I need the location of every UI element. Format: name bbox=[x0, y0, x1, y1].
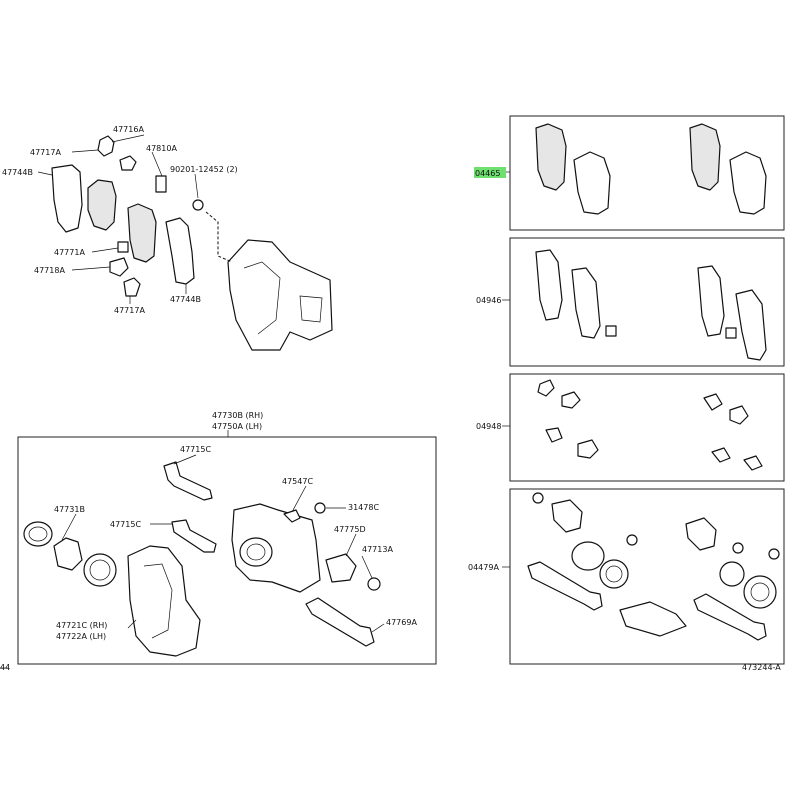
pad-clip-bottom[interactable] bbox=[123, 277, 141, 297]
anti-squeal-shim-right[interactable] bbox=[165, 217, 195, 285]
pad-support-plate-top[interactable] bbox=[97, 135, 115, 157]
slide-bush[interactable] bbox=[305, 597, 375, 647]
caliper-carrier[interactable] bbox=[127, 545, 201, 657]
label-47547C: 47547C bbox=[282, 477, 313, 486]
cylinder-boot[interactable] bbox=[83, 553, 117, 587]
label-04479A: 04479A bbox=[468, 563, 499, 572]
label-47721C: 47721C (RH) bbox=[56, 621, 107, 630]
kit-box-04479A bbox=[509, 488, 785, 665]
label-edge-44: 44 bbox=[0, 663, 10, 672]
label-47775D: 47775D bbox=[334, 525, 366, 534]
pad-clip-top[interactable] bbox=[119, 155, 137, 171]
label-47717A-top: 47717A bbox=[30, 148, 61, 157]
label-47769A: 47769A bbox=[386, 618, 417, 627]
label-47731B: 47731B bbox=[54, 505, 85, 514]
label-31478C: 31478C bbox=[348, 503, 379, 512]
label-47717A-bottom: 47717A bbox=[114, 306, 145, 315]
pad-wear-indicator[interactable] bbox=[117, 241, 129, 253]
anti-squeal-shim-left[interactable] bbox=[51, 164, 83, 233]
guide-bolt[interactable] bbox=[155, 175, 167, 193]
pin-boot-small[interactable] bbox=[367, 577, 381, 591]
label-47750A: 47750A (LH) bbox=[212, 422, 262, 431]
piston-seal[interactable] bbox=[23, 521, 53, 547]
clip-kit-parts bbox=[537, 379, 763, 471]
label-04465[interactable]: 04465 bbox=[475, 169, 500, 178]
label-47716A: 47716A bbox=[113, 125, 144, 134]
slide-pin-upper[interactable] bbox=[163, 461, 213, 501]
slide-pin-lower[interactable] bbox=[171, 519, 217, 553]
washer[interactable] bbox=[192, 199, 204, 211]
caliper-body[interactable] bbox=[231, 503, 321, 593]
bleeder-cap[interactable] bbox=[314, 502, 326, 514]
label-47744B-right: 47744B bbox=[170, 295, 201, 304]
kit-box-04946 bbox=[509, 237, 785, 367]
label-47713A: 47713A bbox=[362, 545, 393, 554]
label-04948: 04948 bbox=[476, 422, 501, 431]
pad-kit-parts bbox=[535, 123, 767, 215]
label-47810A: 47810A bbox=[146, 144, 177, 153]
label-47722A: 47722A (LH) bbox=[56, 632, 106, 641]
bush-boot[interactable] bbox=[325, 553, 357, 583]
label-47744B-left: 47744B bbox=[2, 168, 33, 177]
brake-pad-right[interactable] bbox=[127, 203, 157, 263]
brake-pad-left[interactable] bbox=[87, 179, 117, 231]
label-90201: 90201-12452 (2) bbox=[170, 165, 238, 174]
shim-kit-parts bbox=[535, 249, 767, 361]
label-47715C-mid: 47715C bbox=[110, 520, 141, 529]
label-47718A: 47718A bbox=[34, 266, 65, 275]
diagram-id: 473244-A bbox=[742, 663, 781, 672]
piston[interactable] bbox=[53, 537, 83, 571]
caliper-assembly-box bbox=[17, 436, 437, 665]
pad-support-plate-bottom[interactable] bbox=[109, 257, 129, 277]
label-47715C-top: 47715C bbox=[180, 445, 211, 454]
label-47730B: 47730B (RH) bbox=[212, 411, 263, 420]
pad-assembly-group: 47716A 47717A 47810A 47744B 90201-12452 … bbox=[2, 125, 333, 351]
caliper-mount-bracket[interactable] bbox=[227, 239, 333, 351]
caliper-parts-group: 47715C 47547C 31478C 47731B 47715C 47775… bbox=[23, 445, 417, 657]
label-47771A: 47771A bbox=[54, 248, 85, 257]
kit-box-04465 bbox=[509, 115, 785, 231]
seal-kit-parts bbox=[527, 492, 780, 641]
label-04946: 04946 bbox=[476, 296, 501, 305]
kit-box-04948 bbox=[509, 373, 785, 482]
label-highlight-04465 bbox=[474, 167, 506, 178]
